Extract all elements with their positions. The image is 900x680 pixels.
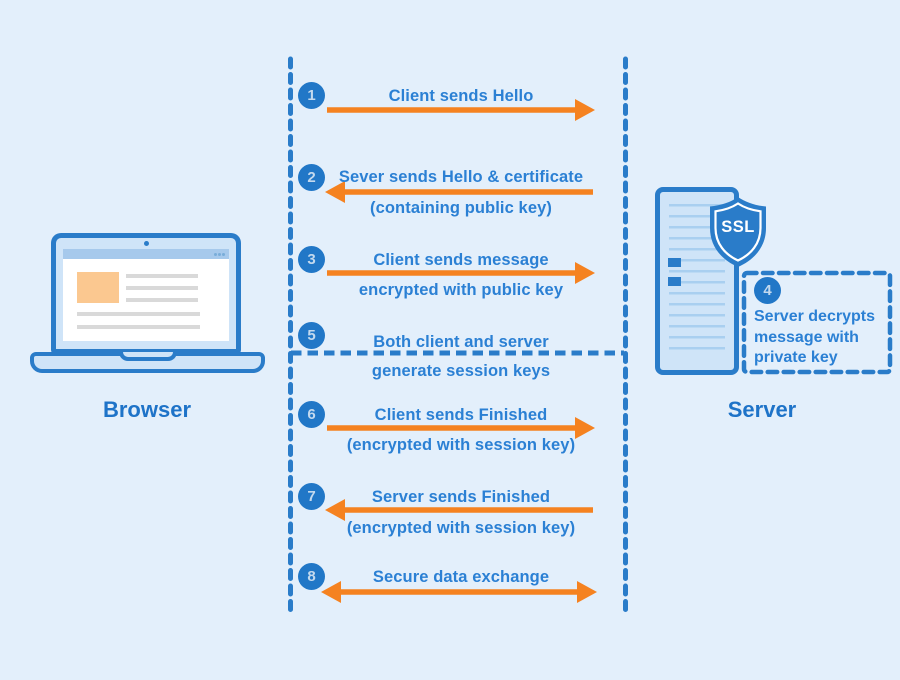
- note-dashed-box: [741, 270, 893, 375]
- step-4-badge: 4: [754, 277, 781, 304]
- webpage-image-placeholder: [77, 272, 119, 303]
- window-dot-icon: [214, 252, 217, 256]
- step-7-sublabel: (encrypted with session key): [346, 519, 576, 537]
- laptop-notch: [118, 352, 177, 361]
- step-1-label: Client sends Hello: [388, 87, 534, 105]
- server-led-square: [668, 258, 681, 267]
- arrow-step2-left: [325, 181, 593, 203]
- arrow-step7-left: [325, 499, 593, 521]
- webcam-dot-icon: [143, 241, 149, 246]
- step-7-label: Server sends Finished: [371, 488, 551, 506]
- step-5-badge: 5: [298, 322, 325, 349]
- arrow-step1-right: [327, 99, 595, 121]
- step-8-label: Secure data exchange: [372, 568, 550, 586]
- laptop-base: [30, 352, 265, 373]
- webpage-text-line: [126, 274, 198, 278]
- arrow-step6-right: [327, 417, 595, 439]
- step-6-badge: 6: [298, 401, 325, 428]
- laptop-screen: [51, 233, 241, 354]
- step-4-note-line: Server decrypts: [754, 308, 875, 325]
- arrow-step3-right: [327, 262, 595, 284]
- server-tower: [655, 187, 739, 375]
- step-7-badge: 7: [298, 483, 325, 510]
- window-dot-icon: [222, 252, 225, 256]
- arrow-step8-both: [321, 581, 597, 603]
- step-4-note-line: message with: [754, 328, 859, 346]
- server-led-square: [668, 277, 681, 286]
- step-3-badge: 3: [298, 246, 325, 273]
- step-5-sublabel: generate session keys: [371, 362, 551, 380]
- server-caption: Server: [727, 397, 797, 422]
- step-1-badge: 1: [298, 82, 325, 109]
- browser-window: [63, 249, 229, 341]
- step-3-sublabel: encrypted with public key: [358, 281, 564, 299]
- step-4-note-line: private key: [754, 349, 838, 366]
- ssl-shield-icon: [710, 197, 766, 267]
- webpage-text-line: [126, 286, 198, 290]
- webpage-text-line: [77, 325, 200, 329]
- window-dot-icon: [218, 252, 221, 256]
- webpage-text-line: [77, 312, 200, 316]
- step-8-badge: 8: [298, 563, 325, 590]
- step-2-badge: 2: [298, 164, 325, 191]
- step-3-label: Client sends message: [373, 251, 549, 269]
- browser-caption: Browser: [102, 397, 192, 422]
- webpage-text-line: [126, 298, 198, 302]
- step-5-label: Both client and server: [373, 333, 549, 351]
- browser-window-titlebar: [63, 249, 229, 259]
- step-2-sublabel: (containing public key): [370, 199, 552, 217]
- ssl-badge-label: SSL: [721, 218, 755, 236]
- step-6-sublabel: (encrypted with session key): [346, 436, 576, 454]
- step-2-label: Sever sends Hello & certificate: [338, 168, 584, 186]
- step-4-note: Server decrypts message with private key: [754, 307, 892, 369]
- step-6-label: Client sends Finished: [374, 406, 548, 424]
